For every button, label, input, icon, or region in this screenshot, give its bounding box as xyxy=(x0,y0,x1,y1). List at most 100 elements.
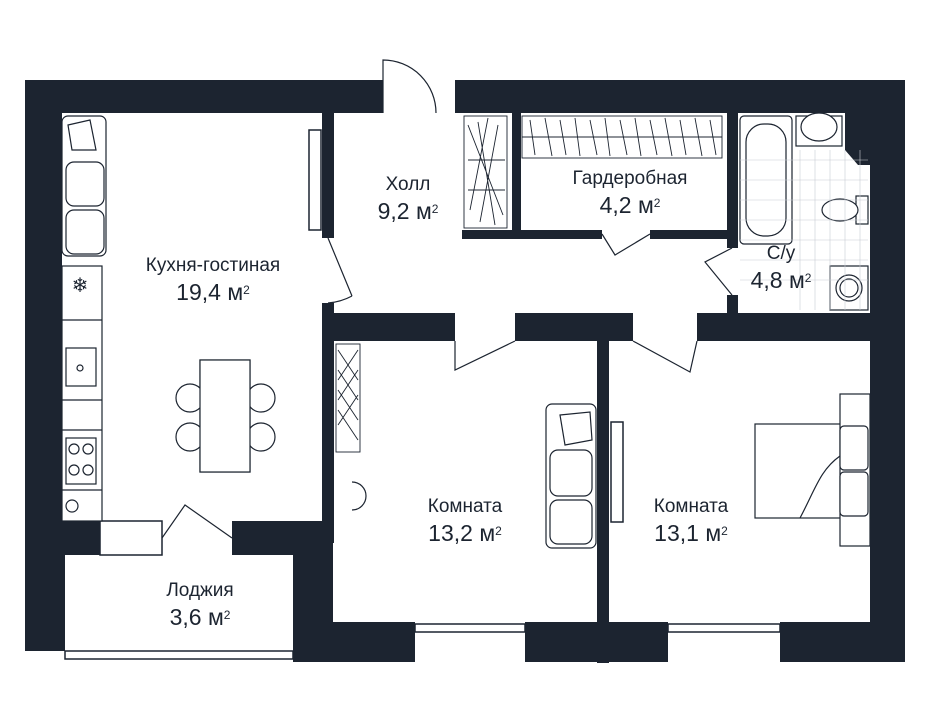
wall-hall-bottom-mid xyxy=(515,313,633,341)
stove-burner-1 xyxy=(68,443,80,455)
label-kitchen: Кухня-гостиная 19,4 м2 xyxy=(113,255,313,307)
sink-bath-icon xyxy=(800,112,838,142)
chair-3 xyxy=(246,383,276,413)
stove-burner-2 xyxy=(82,443,94,455)
area-value-room1: 13,2 xyxy=(428,520,473,546)
area-value-loggia: 3,6 xyxy=(169,604,202,630)
wall-hall-bottom-left xyxy=(322,313,455,341)
wall-wardrobe-bottom-right xyxy=(650,230,730,239)
label-hall: Холл 9,2 м2 xyxy=(353,174,463,226)
shelf-room1 xyxy=(335,343,361,453)
area-unit-kitchen: м xyxy=(227,279,244,305)
room-area-loggia: 3,6 м2 xyxy=(140,602,260,632)
window-room1 xyxy=(414,623,526,633)
shelf-hall-hatch xyxy=(467,117,505,226)
area-value-kitchen: 19,4 xyxy=(176,279,221,305)
label-wardrobe: Гардеробная 4,2 м2 xyxy=(540,168,720,220)
room-area-bathroom: 4,8 м2 xyxy=(736,265,826,295)
door-room1 xyxy=(454,340,516,371)
room-name-kitchen: Кухня-гостиная xyxy=(145,255,281,276)
blanket-fold xyxy=(799,455,841,519)
label-bathroom: С/у 4,8 м2 xyxy=(736,243,826,295)
sofa-room1 xyxy=(351,403,597,549)
door-room2 xyxy=(632,340,698,373)
bath-tiles xyxy=(740,150,868,310)
wall-bottom-right xyxy=(780,622,905,662)
wall-left-lower xyxy=(25,521,65,651)
stove-burner-3 xyxy=(68,464,80,476)
area-value-hall: 9,2 xyxy=(377,198,410,224)
room-area-room2: 13,1 м2 xyxy=(626,518,756,548)
tile-grid xyxy=(740,150,868,310)
room-area-wardrobe: 4,2 м2 xyxy=(540,190,720,220)
sofa-kitchen-seat-2 xyxy=(65,209,105,255)
kitchen-furniture xyxy=(61,115,276,522)
room-name-wardrobe: Гардеробная xyxy=(572,168,688,189)
door-wardrobe xyxy=(601,233,651,256)
area-exp-hall: 2 xyxy=(431,202,439,216)
area-exp-room2: 2 xyxy=(721,524,728,538)
wardrobe-shelves xyxy=(335,115,723,453)
wall-room-divider xyxy=(597,341,609,663)
wall-bath-corner xyxy=(845,113,870,165)
area-unit-room2: м xyxy=(705,520,722,546)
bed-group xyxy=(754,393,871,547)
label-room1: Комната 13,2 м2 xyxy=(400,496,530,548)
window-kitchen-loggia xyxy=(99,520,163,556)
room-name-room2: Комната xyxy=(653,496,729,517)
sofa-room1-seat-2 xyxy=(549,499,593,545)
walls xyxy=(25,80,905,663)
room-name-loggia: Лоджия xyxy=(166,580,234,601)
window-room2 xyxy=(667,623,781,633)
label-loggia: Лоджия 3,6 м2 xyxy=(140,580,260,632)
door-bath xyxy=(704,247,733,296)
window-loggia xyxy=(64,650,294,660)
stove-burner-4 xyxy=(82,464,94,476)
door-loggia xyxy=(161,504,233,539)
snowflake-icon: ❄ xyxy=(72,273,89,297)
area-exp-loggia: 2 xyxy=(223,608,231,622)
pillow-room1-icon xyxy=(559,411,593,446)
room-name-room1: Комната xyxy=(427,496,503,517)
room-area-room1: 13,2 м2 xyxy=(400,518,530,548)
area-unit-loggia: м xyxy=(207,604,224,630)
area-unit-hall: м xyxy=(415,198,432,224)
window-kitchen-hall-panel xyxy=(308,129,322,231)
wall-bath-left-lower xyxy=(727,295,738,313)
room-area-hall: 9,2 м2 xyxy=(353,196,463,226)
room-area-kitchen: 19,4 м2 xyxy=(113,277,313,307)
oven-icon xyxy=(65,499,79,513)
label-room2: Комната 13,1 м2 xyxy=(626,496,756,548)
area-value-bathroom: 4,8 xyxy=(750,267,783,293)
area-exp-wardrobe: 2 xyxy=(653,196,661,210)
area-exp-bathroom: 2 xyxy=(804,271,812,285)
sofa-room1-seat-1 xyxy=(549,449,593,497)
wall-bottom-mid xyxy=(525,622,668,662)
sofa-kitchen-seat-1 xyxy=(65,161,105,207)
dining-table-top xyxy=(199,359,251,473)
room-name-hall: Холл xyxy=(385,174,431,195)
wall-left-upper xyxy=(25,80,383,521)
washing-machine-door xyxy=(839,278,859,298)
chair-4 xyxy=(246,422,276,452)
area-exp-room1: 2 xyxy=(495,524,502,538)
sink-drain xyxy=(76,364,84,372)
shelf-room1-hatch xyxy=(337,349,359,441)
wall-bath-left xyxy=(727,113,738,248)
room-name-bathroom: С/у xyxy=(766,243,796,264)
shelf-wardrobe-hatch xyxy=(522,117,722,157)
pillow-icon xyxy=(67,119,97,151)
shelf-hall xyxy=(463,115,508,229)
area-unit-bathroom: м xyxy=(788,267,805,293)
stove-icon xyxy=(65,437,97,485)
area-unit-room1: м xyxy=(479,520,496,546)
wall-kitchen-room1 xyxy=(322,303,334,543)
pillow-bed-2 xyxy=(839,471,869,517)
doors xyxy=(161,59,733,539)
wall-bottom-left xyxy=(293,622,415,662)
door-entrance xyxy=(382,59,437,114)
area-value-room2: 13,1 xyxy=(654,520,699,546)
pillow-bed-1 xyxy=(839,425,869,471)
area-exp-kitchen: 2 xyxy=(243,283,250,297)
